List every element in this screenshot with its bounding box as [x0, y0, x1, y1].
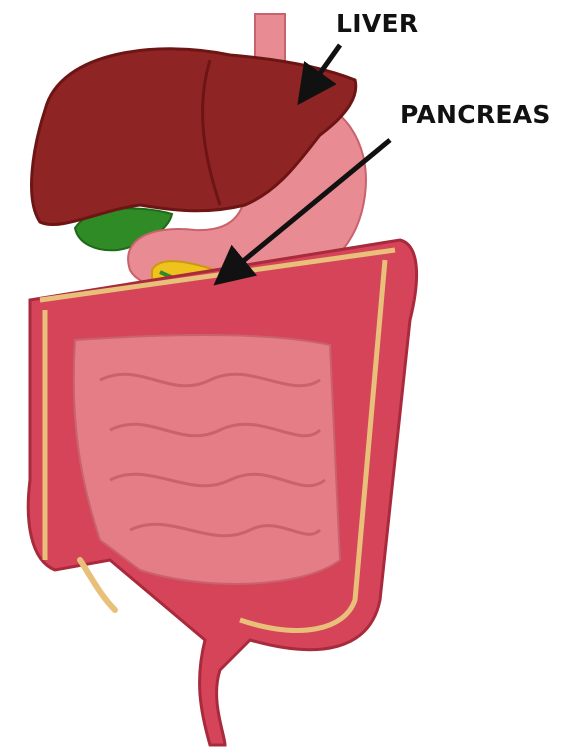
liver-label: LIVER	[336, 9, 418, 38]
pancreas-label: PANCREAS	[400, 100, 551, 129]
small-intestine	[74, 335, 340, 584]
appendix	[80, 560, 115, 610]
